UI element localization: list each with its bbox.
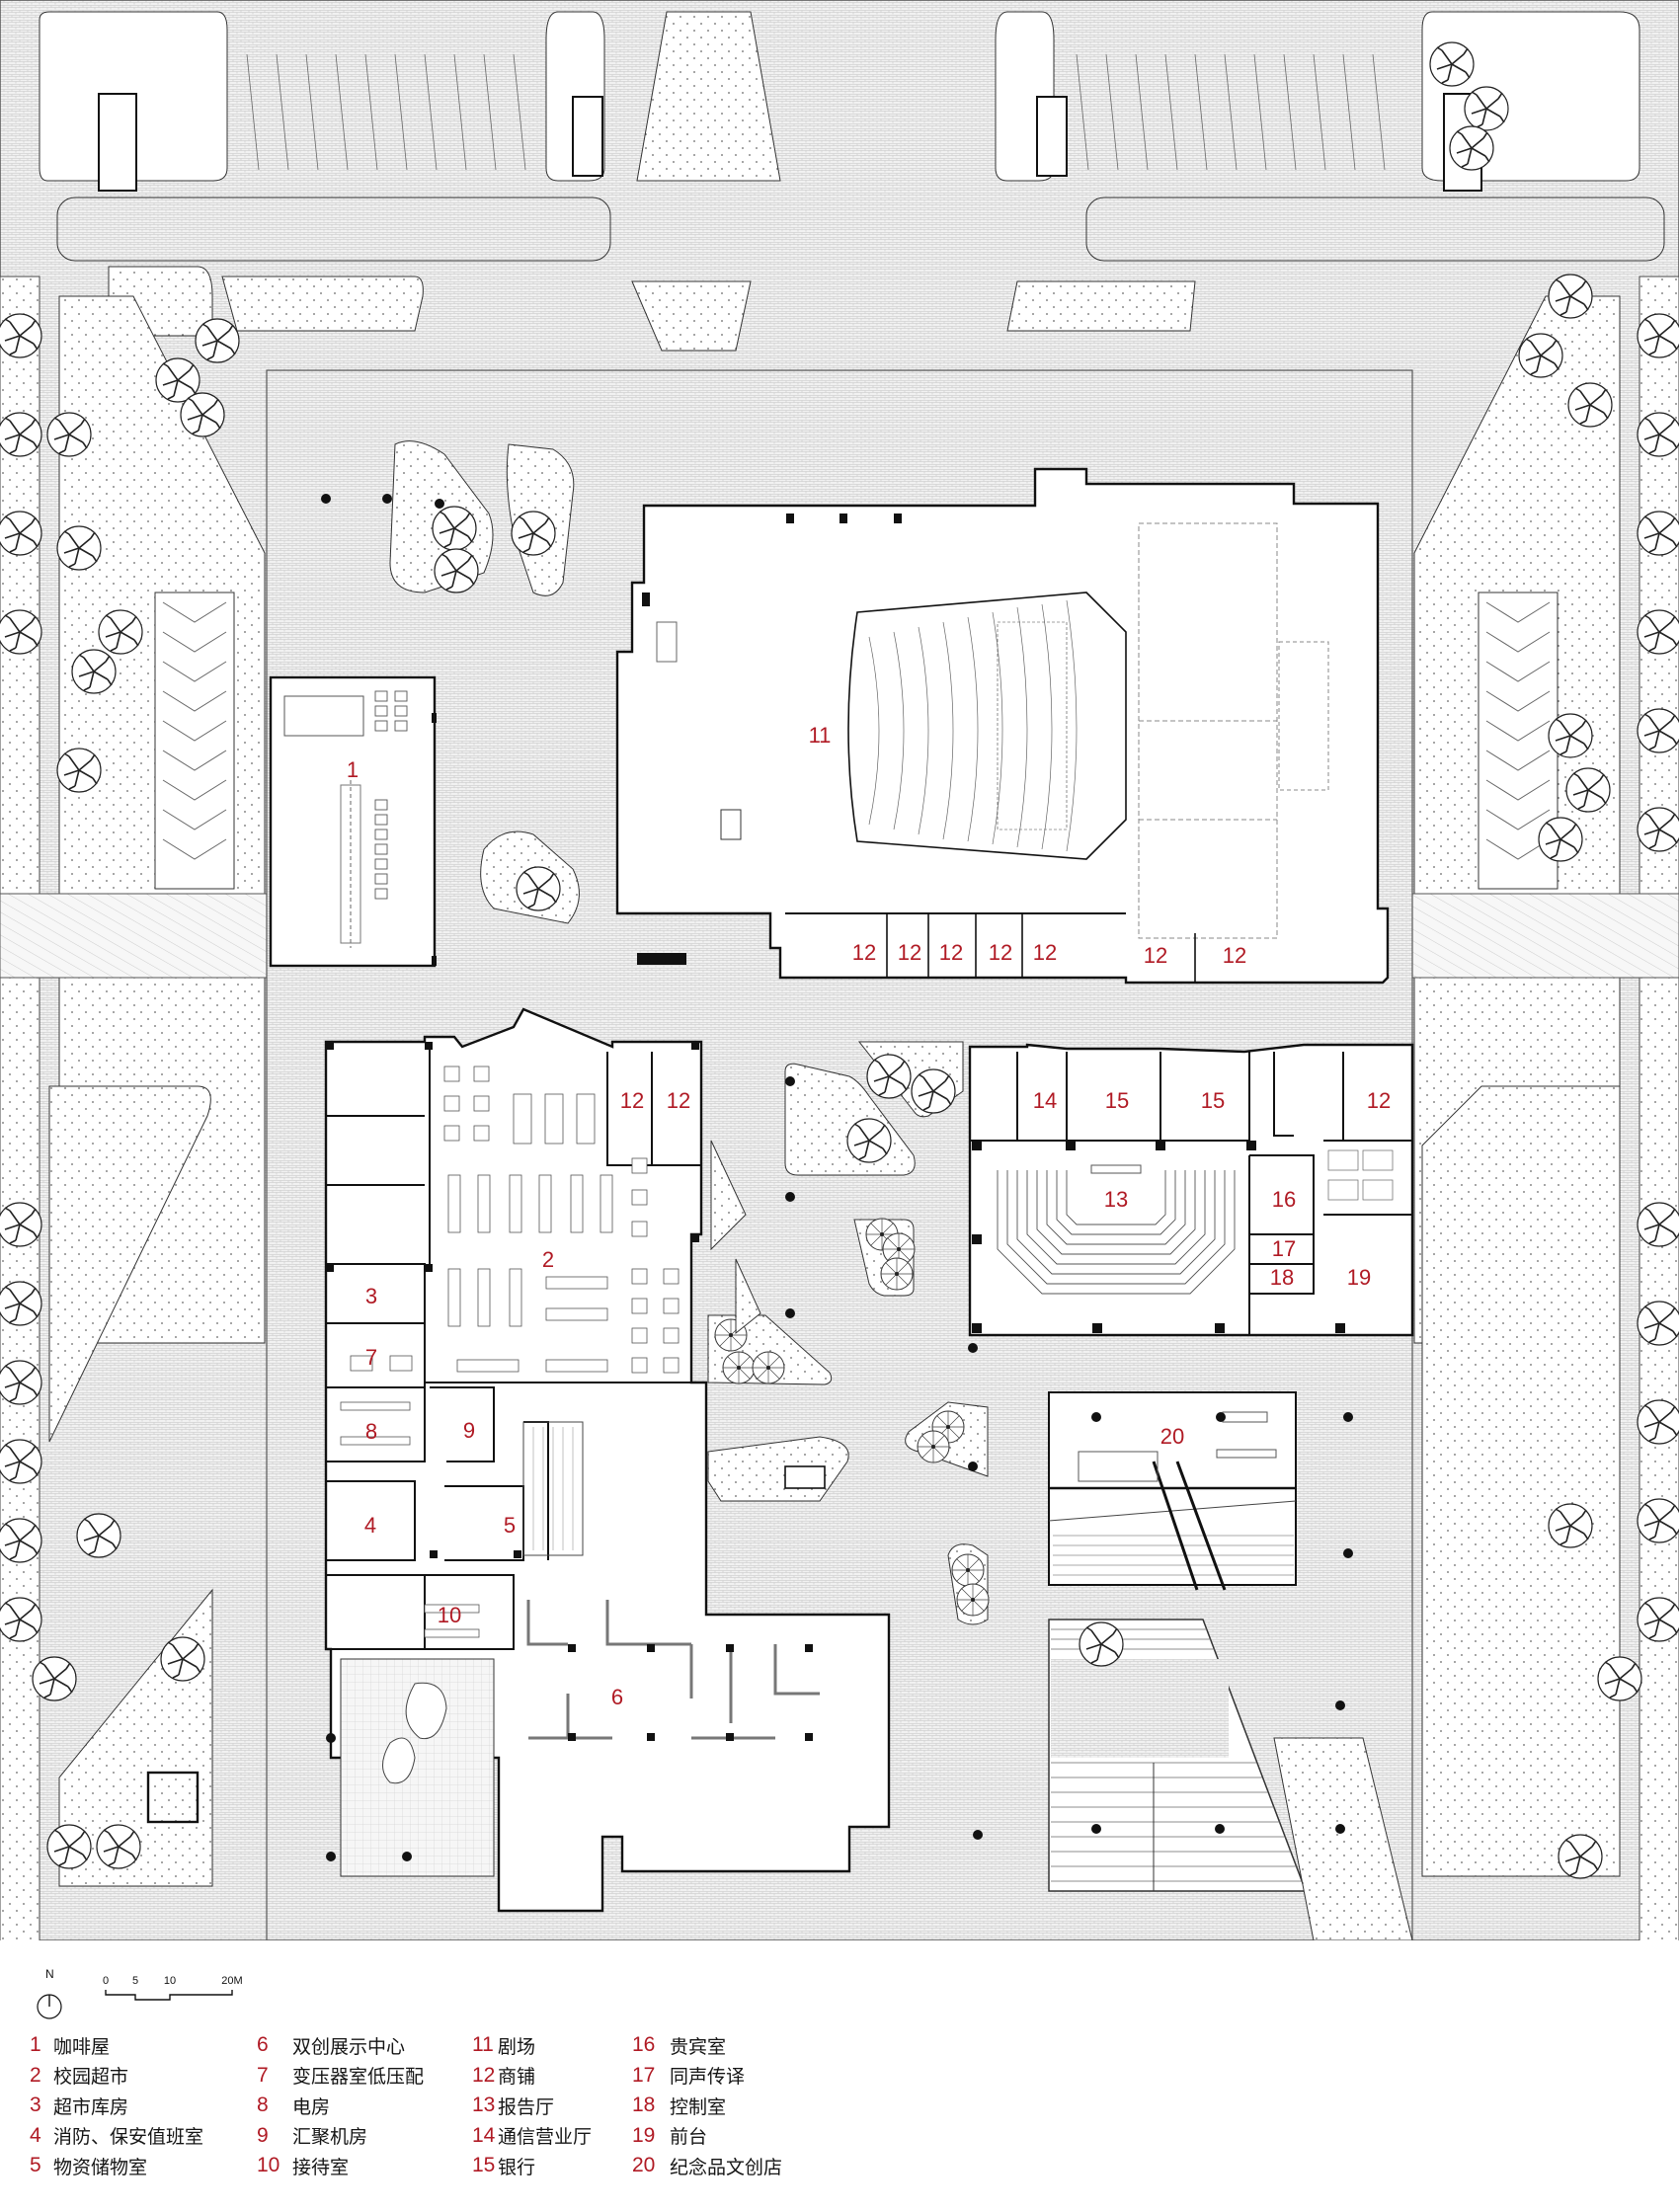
room-label-15: 15 — [1104, 1088, 1130, 1113]
room-label-12: 12 — [897, 940, 922, 965]
room-label-3: 3 — [364, 1284, 378, 1308]
scale-tick-10: 10 — [163, 1975, 177, 1987]
room-label-12: 12 — [1032, 940, 1058, 965]
room-label-18: 18 — [1269, 1265, 1295, 1290]
room-label-14: 14 — [1032, 1088, 1058, 1113]
scale-tick-20: 20M — [221, 1975, 243, 1987]
scale-tick-0: 0 — [102, 1975, 110, 1987]
building-souvenir — [1048, 1391, 1297, 1591]
room-label-6: 6 — [610, 1685, 624, 1709]
room-label-10: 10 — [437, 1603, 462, 1627]
room-label-15: 15 — [1200, 1088, 1226, 1113]
room-label-9: 9 — [462, 1418, 476, 1443]
building-cafe — [269, 675, 437, 968]
stepped-court — [1048, 1619, 1413, 1940]
room-label-12: 12 — [988, 940, 1013, 965]
room-label-2: 2 — [541, 1247, 555, 1272]
room-label-12: 12 — [666, 1088, 691, 1113]
building-supermarket-exhibition — [324, 1007, 891, 1913]
building-theater — [615, 467, 1390, 985]
room-label-12: 12 — [851, 940, 877, 965]
site-floor-plan — [0, 0, 1679, 1940]
room-label-12: 12 — [1222, 943, 1247, 968]
room-label-12: 12 — [619, 1088, 645, 1113]
room-label-1: 1 — [346, 757, 360, 782]
room-label-4: 4 — [363, 1513, 377, 1538]
scale-bar-line — [105, 1990, 233, 2001]
room-label-12: 12 — [1143, 943, 1168, 968]
room-label-16: 16 — [1271, 1187, 1297, 1212]
room-label-17: 17 — [1271, 1236, 1297, 1261]
room-label-8: 8 — [364, 1419, 378, 1444]
north-entrance-band — [39, 11, 1665, 262]
room-label-11: 11 — [808, 723, 832, 748]
scale-bar: 0 5 10 20M — [99, 1975, 356, 2024]
room-label-12: 12 — [1366, 1088, 1392, 1113]
room-label-5: 5 — [503, 1513, 517, 1538]
room-label-12: 12 — [938, 940, 964, 965]
room-label-13: 13 — [1103, 1187, 1129, 1212]
scale-tick-5: 5 — [131, 1975, 139, 1987]
north-arrow: N — [32, 1967, 71, 2026]
building-lecture-hall — [968, 1043, 1414, 1337]
plaza-columns — [321, 494, 1353, 1861]
room-label-20: 20 — [1159, 1424, 1185, 1449]
room-label-7: 7 — [364, 1345, 378, 1370]
compass-icon — [37, 1994, 62, 2019]
north-label: N — [45, 1967, 54, 1981]
room-label-19: 19 — [1346, 1265, 1372, 1290]
